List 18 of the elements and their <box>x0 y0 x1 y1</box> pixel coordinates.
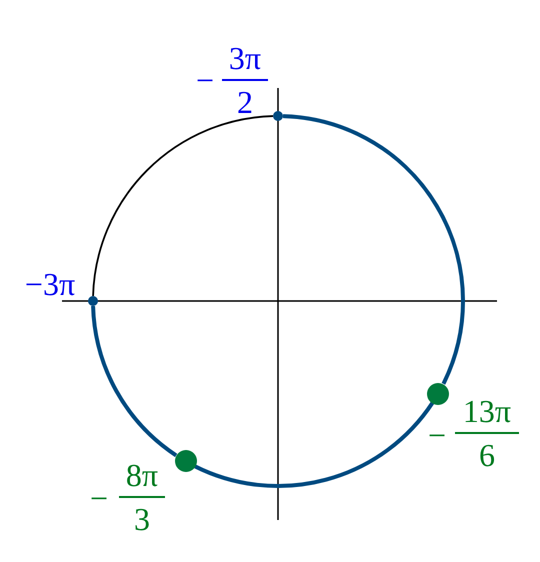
fraction-numerator: 13π <box>462 394 512 428</box>
fraction-denominator: 3 <box>134 502 150 536</box>
circle-arc <box>91 306 178 458</box>
minus-sign: − <box>90 481 108 515</box>
circle-arc <box>282 114 465 385</box>
point-marker <box>88 296 98 306</box>
circle-arc <box>92 115 274 296</box>
fraction-numerator: 8π <box>126 458 158 492</box>
fraction-numerator: 3π <box>228 41 262 75</box>
minus-sign: − <box>428 418 446 452</box>
fraction-denominator: 2 <box>237 85 253 119</box>
point-marker <box>174 450 196 472</box>
point-marker <box>273 111 283 121</box>
fraction-denominator: 6 <box>479 438 495 472</box>
minus-sign: − <box>196 63 214 97</box>
circle-arc <box>194 402 434 488</box>
point-marker <box>427 382 450 404</box>
point-label: −3π <box>24 267 76 301</box>
